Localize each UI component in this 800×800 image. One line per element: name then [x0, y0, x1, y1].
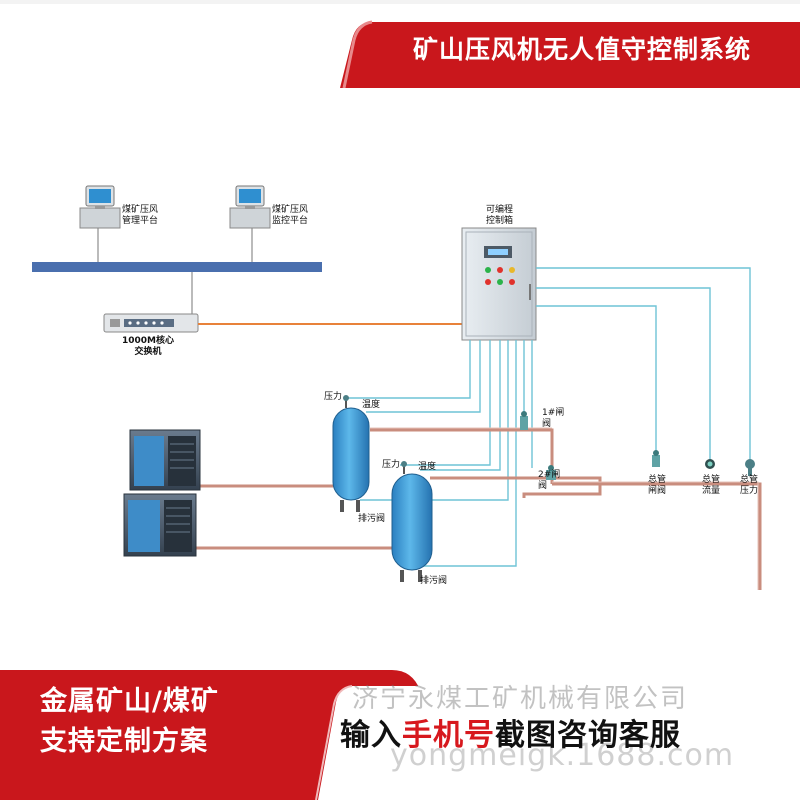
tank2-pressure-label: 压力 [382, 460, 400, 471]
main-pressure-gauge-icon [745, 459, 755, 476]
footer-left-line1: 金属矿山/煤矿 [40, 682, 219, 722]
core-switch-icon [104, 314, 198, 332]
main-gate-valve-label: 总管 闸阀 [642, 475, 672, 497]
control-box-label: 可编程 控制箱 [486, 205, 513, 227]
system-diagram [0, 0, 800, 666]
main-flow-meter-icon [705, 459, 715, 469]
air-compressor-1-icon [130, 430, 200, 490]
main-gate-valve-icon [652, 450, 660, 467]
workstation-management-icon [80, 186, 120, 228]
workstation-management-label: 煤矿压风 管理平台 [122, 205, 158, 227]
tank1-temperature-label: 温度 [362, 400, 380, 411]
air-tank-2-icon [392, 461, 432, 582]
footer-left-text: 金属矿山/煤矿 支持定制方案 [40, 682, 219, 762]
gate-valve-1-icon [520, 411, 528, 430]
tank1-pressure-label: 压力 [324, 392, 342, 403]
network-bus [32, 262, 322, 272]
workstation-monitoring-label: 煤矿压风 监控平台 [272, 205, 308, 227]
gate-valve-1-label: 1#闸 阀 [542, 408, 564, 430]
footer-left-line2: 支持定制方案 [40, 722, 219, 762]
core-switch-label: 1000M核心 交换机 [116, 336, 180, 358]
tank2-temperature-label: 温度 [418, 462, 436, 473]
workstation-monitoring-icon [230, 186, 270, 228]
tank2-drain-label: 排污阀 [420, 576, 447, 587]
control-box-icon [462, 228, 536, 340]
air-compressor-2-icon [124, 494, 196, 556]
main-pressure-label: 总管 压力 [734, 475, 764, 497]
footer-cta: 输入手机号截图咨询客服 [340, 710, 681, 754]
footer-cta-highlight: 手机号 [402, 718, 495, 753]
air-tank-1-icon [333, 395, 369, 512]
main-flow-label: 总管 流量 [696, 475, 726, 497]
gate-valve-2-label: 2#闸 阀 [538, 470, 560, 492]
footer-cta-prefix: 输入 [340, 718, 402, 753]
tank1-drain-label: 排污阀 [358, 514, 385, 525]
footer-cta-suffix: 截图咨询客服 [495, 718, 681, 753]
